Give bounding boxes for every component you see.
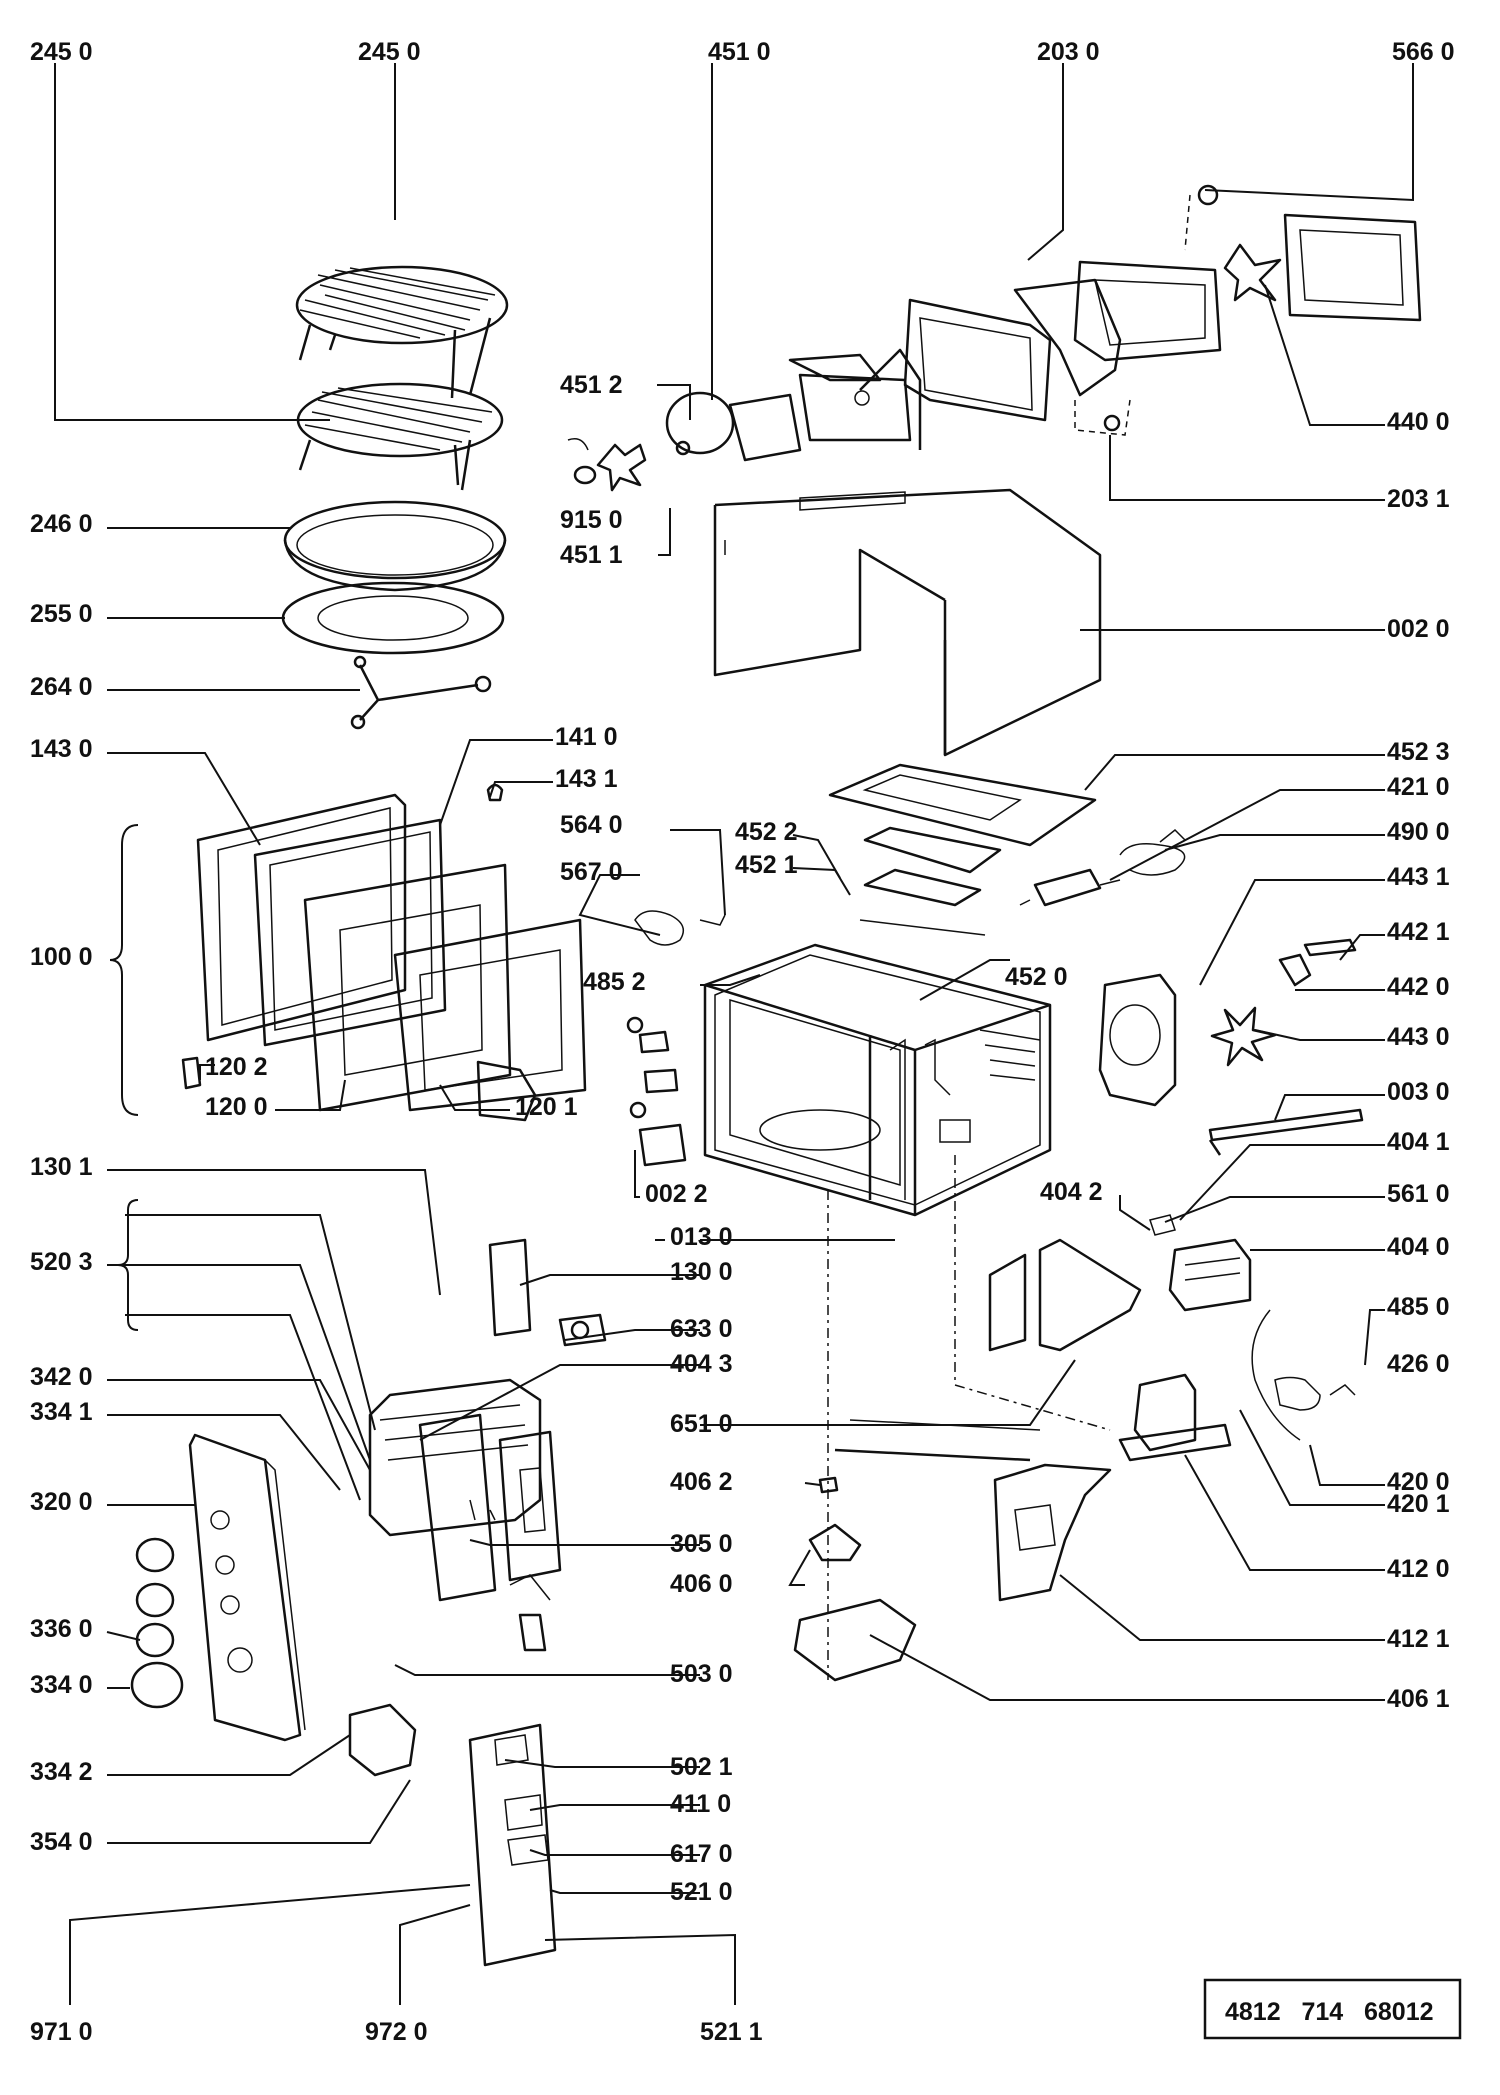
glass-turntable [283, 500, 507, 592]
part-label: 426 0 [1387, 1350, 1450, 1378]
part-label: 404 1 [1387, 1128, 1450, 1156]
part-label: 334 1 [30, 1398, 93, 1426]
part-label: 520 3 [30, 1248, 93, 1276]
part-label: 972 0 [365, 2018, 428, 2046]
part-label: 245 0 [358, 38, 421, 66]
part-label: 915 0 [560, 506, 623, 534]
leader-lines [54, 63, 1414, 2005]
grill-rack-lower [296, 382, 504, 491]
door-assembly [181, 783, 587, 1112]
part-label: 245 0 [30, 38, 93, 66]
side-brackets [626, 1016, 687, 1167]
part-label: 143 0 [30, 735, 93, 763]
capacitor-and-cords [634, 828, 1186, 946]
part-label: 452 2 [735, 818, 798, 846]
part-label: 420 1 [1387, 1490, 1450, 1518]
part-labels: 245 0 245 0 451 0 203 0 566 0 451 2 440 … [30, 38, 1455, 2046]
part-label: 404 2 [1040, 1178, 1103, 1206]
part-label: 003 0 [1387, 1078, 1450, 1106]
part-label: 002 0 [1387, 615, 1450, 643]
part-label: 502 1 [670, 1753, 733, 1781]
part-label: 264 0 [30, 673, 93, 701]
part-label: 320 0 [30, 1488, 93, 1516]
part-label: 452 3 [1387, 738, 1450, 766]
part-label: 406 0 [670, 1570, 733, 1598]
part-label: 442 0 [1387, 973, 1450, 1001]
part-label: 485 0 [1387, 1293, 1450, 1321]
switch-and-pcb [348, 1060, 607, 1967]
part-label: 342 0 [30, 1363, 93, 1391]
part-label: 564 0 [560, 811, 623, 839]
part-label: 100 0 [30, 943, 93, 971]
grill-rack-upper [295, 265, 509, 399]
part-label: 485 2 [583, 968, 646, 996]
part-label: 411 0 [670, 1790, 731, 1818]
part-label: 452 0 [1005, 963, 1068, 991]
part-label: 443 0 [1387, 1023, 1450, 1051]
part-label: 203 1 [1387, 485, 1450, 513]
part-label: 566 0 [1392, 38, 1455, 66]
part-label: 002 2 [645, 1180, 708, 1208]
part-label: 305 0 [670, 1530, 733, 1558]
part-label: 420 0 [1387, 1468, 1450, 1496]
part-label: 440 0 [1387, 408, 1450, 436]
part-label: 406 1 [1387, 1685, 1450, 1713]
turntable-coupler [350, 655, 492, 730]
part-label: 141 0 [555, 723, 618, 751]
control-panel [130, 1433, 306, 1742]
top-shields [828, 763, 1097, 936]
part-label: 412 0 [1387, 1555, 1450, 1583]
part-label: 442 1 [1387, 918, 1450, 946]
part-label: 130 0 [670, 1258, 733, 1286]
part-label: 561 0 [1387, 1180, 1450, 1208]
part-label: 334 2 [30, 1758, 93, 1786]
part-label: 203 0 [1037, 38, 1100, 66]
part-label: 255 0 [30, 600, 93, 628]
part-label: 971 0 [30, 2018, 93, 2046]
part-label: 334 0 [30, 1671, 93, 1699]
part-label: 452 1 [735, 851, 798, 879]
waveguide-frames [903, 184, 1422, 436]
part-label: 521 0 [670, 1878, 733, 1906]
part-label: 404 3 [670, 1350, 733, 1378]
part-label: 421 0 [1387, 773, 1450, 801]
part-label: 521 1 [700, 2018, 763, 2046]
part-label: 336 0 [30, 1615, 93, 1643]
hv-components [988, 1214, 1356, 1462]
part-label: 451 0 [708, 38, 771, 66]
part-label: 443 1 [1387, 863, 1450, 891]
part-label: 120 2 [205, 1053, 268, 1081]
part-label: 013 0 [670, 1223, 733, 1251]
part-label: 406 2 [670, 1468, 733, 1496]
part-label: 412 1 [1387, 1625, 1450, 1653]
part-label: 143 1 [555, 765, 618, 793]
part-label: 130 1 [30, 1153, 93, 1181]
part-label: 120 0 [205, 1093, 268, 1121]
part-label: 451 2 [560, 371, 623, 399]
part-drawings [130, 184, 1422, 1967]
part-label: 246 0 [30, 510, 93, 538]
outer-cabinet [713, 488, 1102, 757]
part-label: 651 0 [670, 1410, 733, 1438]
part-label: 503 0 [670, 1660, 733, 1688]
part-label: 633 0 [670, 1315, 733, 1343]
document-code-box: 4812 714 68012 [1203, 1978, 1462, 2040]
document-code: 4812 714 68012 [1225, 1998, 1434, 2026]
part-label: 404 0 [1387, 1233, 1450, 1261]
part-label: 354 0 [30, 1828, 93, 1856]
part-label: 120 1 [515, 1093, 578, 1121]
part-label: 451 1 [560, 541, 623, 569]
part-label: 567 0 [560, 858, 623, 886]
part-label: 490 0 [1387, 818, 1450, 846]
part-label: 617 0 [670, 1840, 733, 1868]
oven-cavity [703, 943, 1052, 1217]
base-parts [793, 1419, 1112, 1682]
roller-ring [281, 581, 505, 655]
fan-motor-assembly [1098, 938, 1364, 1156]
stirrer-assembly [567, 348, 922, 492]
